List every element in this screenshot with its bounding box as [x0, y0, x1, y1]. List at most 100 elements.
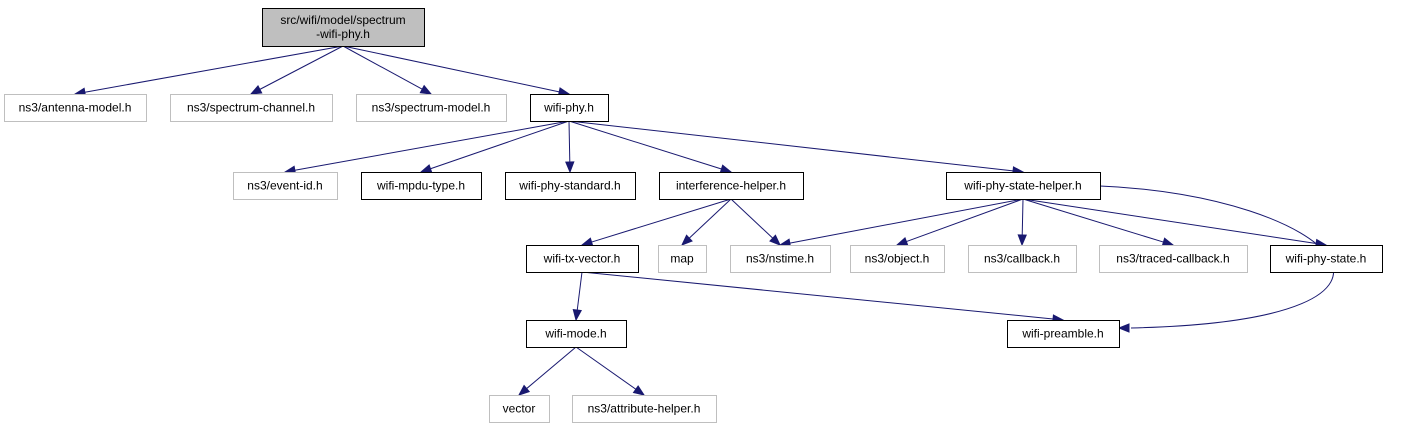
edge-wifiphy-to-statehelper — [568, 120, 1025, 176]
node-spmodel: ns3/spectrum-model.h — [356, 94, 507, 122]
node-attr: ns3/attribute-helper.h — [572, 395, 717, 423]
node-label: vector — [503, 402, 536, 416]
edge-line — [1021, 198, 1024, 236]
edge-line — [526, 346, 577, 389]
node-phystd[interactable]: wifi-phy-standard.h — [505, 172, 636, 200]
node-traced: ns3/traced-callback.h — [1099, 245, 1248, 273]
node-box — [1007, 320, 1120, 348]
edge-arrowhead — [895, 236, 909, 246]
edge-arrowhead — [719, 164, 733, 174]
edge-wifiphy-to-phystd — [565, 120, 575, 174]
node-label: wifi-tx-vector.h — [543, 252, 621, 266]
node-phystate[interactable]: wifi-phy-state.h — [1270, 245, 1383, 273]
edge-arrowhead — [249, 84, 263, 95]
edge-line — [789, 198, 1024, 244]
node-label: wifi-phy-standard.h — [518, 179, 620, 193]
node-box — [233, 172, 338, 200]
edge-line — [430, 120, 570, 170]
edge-arrowhead — [1017, 234, 1027, 247]
edge-interf-to-txvector — [580, 198, 732, 247]
node-box — [262, 8, 425, 47]
node-label: ns3/traced-callback.h — [1116, 252, 1229, 266]
node-label: wifi-preamble.h — [1021, 327, 1103, 341]
node-mode[interactable]: wifi-mode.h — [526, 320, 627, 348]
node-root[interactable]: src/wifi/model/spectrum-wifi-phy.h — [262, 8, 425, 47]
node-box — [526, 320, 627, 348]
edge-line — [84, 45, 344, 93]
edge-arrowhead — [419, 164, 433, 174]
node-callback: ns3/callback.h — [968, 245, 1077, 273]
edge-line — [294, 120, 570, 171]
node-mpdutype[interactable]: wifi-mpdu-type.h — [361, 172, 482, 200]
node-antenna: ns3/antenna-model.h — [4, 94, 147, 122]
node-label: map — [670, 252, 694, 266]
node-box — [968, 245, 1077, 273]
node-box — [505, 172, 636, 200]
node-map: map — [658, 245, 707, 273]
edge-arrowhead — [580, 237, 594, 247]
edge-root-to-antenna — [73, 45, 344, 97]
edge-line — [576, 271, 583, 311]
edge-line — [342, 45, 560, 93]
node-spchannel: ns3/spectrum-channel.h — [170, 94, 333, 122]
edge-line — [568, 120, 571, 163]
edge-statehelper-to-nstime — [778, 198, 1024, 248]
node-box — [170, 94, 333, 122]
edge-line — [259, 45, 344, 90]
edge-line — [568, 120, 1014, 172]
node-box — [4, 94, 147, 122]
node-object: ns3/object.h — [850, 245, 945, 273]
node-box — [356, 94, 507, 122]
edge-root-to-wifiphy — [342, 45, 571, 97]
node-box — [730, 245, 831, 273]
node-preamble[interactable]: wifi-preamble.h — [1007, 320, 1120, 348]
edge-arrowhead — [769, 234, 781, 246]
node-txvector[interactable]: wifi-tx-vector.h — [526, 245, 639, 273]
edge-statehelper-to-object — [895, 198, 1024, 246]
node-box — [946, 172, 1101, 200]
edge-wifiphy-to-mpdutype — [419, 120, 570, 174]
node-box — [1099, 245, 1248, 273]
edge-arrowhead — [1117, 323, 1130, 333]
node-nstime: ns3/nstime.h — [730, 245, 831, 273]
node-box — [526, 245, 639, 273]
node-label: ns3/nstime.h — [746, 252, 814, 266]
node-eventid: ns3/event-id.h — [233, 172, 338, 200]
edge-root-to-spmodel — [342, 45, 433, 95]
node-label: wifi-phy.h — [543, 101, 594, 115]
edge-arrowhead — [517, 384, 531, 396]
node-statehelper[interactable]: wifi-phy-state-helper.h — [946, 172, 1101, 200]
edge-line — [591, 198, 732, 243]
edge-root-to-spchannel — [249, 45, 344, 95]
node-label: wifi-phy-state.h — [1285, 252, 1367, 266]
edge-line — [575, 346, 637, 390]
node-box — [658, 245, 707, 273]
edge-arrowhead — [572, 308, 583, 322]
edge-line — [1022, 198, 1317, 244]
edge-wifiphy-to-interf — [568, 120, 733, 174]
node-box — [850, 245, 945, 273]
node-box — [659, 172, 804, 200]
edge-txvector-to-preamble — [581, 271, 1065, 324]
edge-line — [581, 271, 1054, 320]
edge-statehelper-to-traced — [1022, 198, 1175, 247]
node-interf[interactable]: interference-helper.h — [659, 172, 804, 200]
edge-arrowhead — [1161, 237, 1175, 247]
node-wifiphy[interactable]: wifi-phy.h — [530, 94, 609, 122]
edge-arrowhead — [681, 234, 693, 246]
edge-line — [568, 120, 722, 170]
node-label: wifi-mpdu-type.h — [376, 179, 465, 193]
edge-interf-to-nstime — [730, 198, 781, 246]
edge-arrowhead — [419, 84, 433, 95]
edge-line — [730, 198, 774, 239]
node-label: wifi-phy-state-helper.h — [963, 179, 1081, 193]
edge-line — [1022, 198, 1164, 243]
edge-txvector-to-mode — [572, 271, 583, 322]
edge-arrowhead — [632, 385, 646, 396]
node-vector: vector — [489, 395, 550, 423]
node-box — [572, 395, 717, 423]
node-label: ns3/spectrum-model.h — [372, 101, 491, 115]
node-label: wifi-mode.h — [544, 327, 606, 341]
edge-interf-to-map — [681, 198, 732, 246]
